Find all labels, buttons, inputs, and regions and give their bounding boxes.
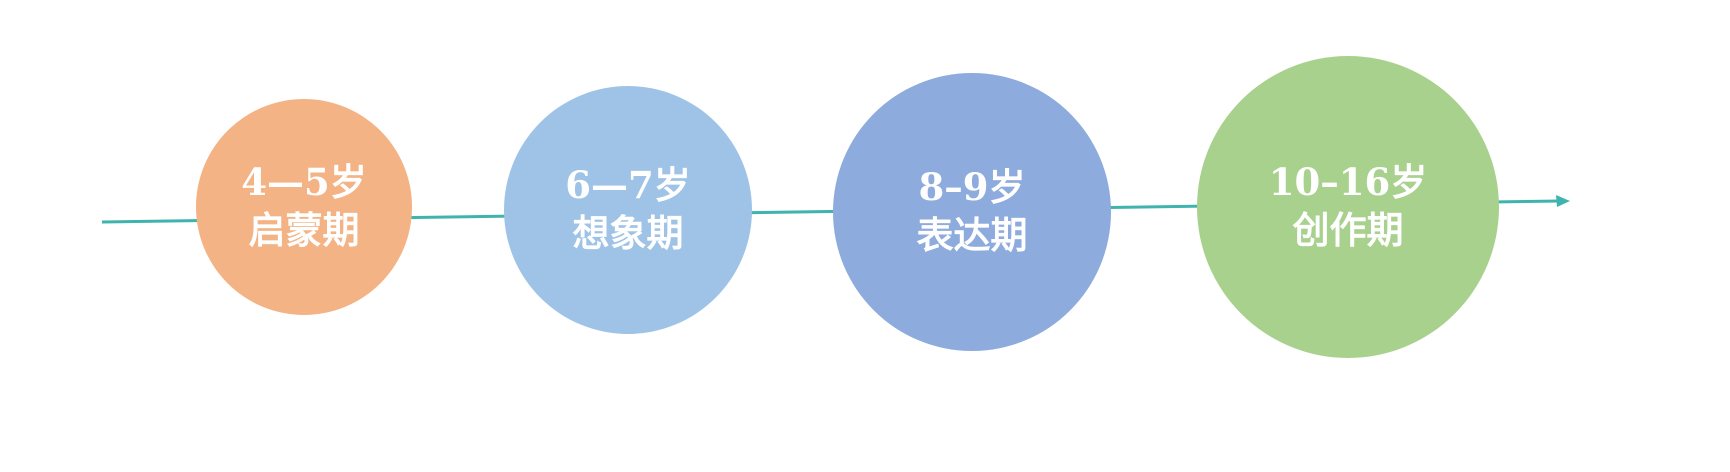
- stage-circle-3: 8–9岁 表达期: [833, 73, 1111, 351]
- stage-label: 想象期: [572, 211, 684, 255]
- stage-label: 表达期: [916, 213, 1028, 257]
- stage-circle-2: 6—7岁 想象期: [504, 86, 752, 334]
- stage-age: 6—7岁: [565, 163, 691, 208]
- stage-label: 创作期: [1292, 208, 1404, 252]
- stage-label: 启蒙期: [248, 208, 360, 252]
- stage-age: 4—5岁: [241, 160, 367, 205]
- stage-circle-1: 4—5岁 启蒙期: [196, 99, 412, 315]
- stage-circle-4: 10–16岁 创作期: [1197, 56, 1499, 358]
- stage-age: 8–9岁: [918, 165, 1026, 210]
- stage-age: 10–16岁: [1268, 160, 1428, 205]
- timeline-arrowhead-icon: [1556, 195, 1570, 207]
